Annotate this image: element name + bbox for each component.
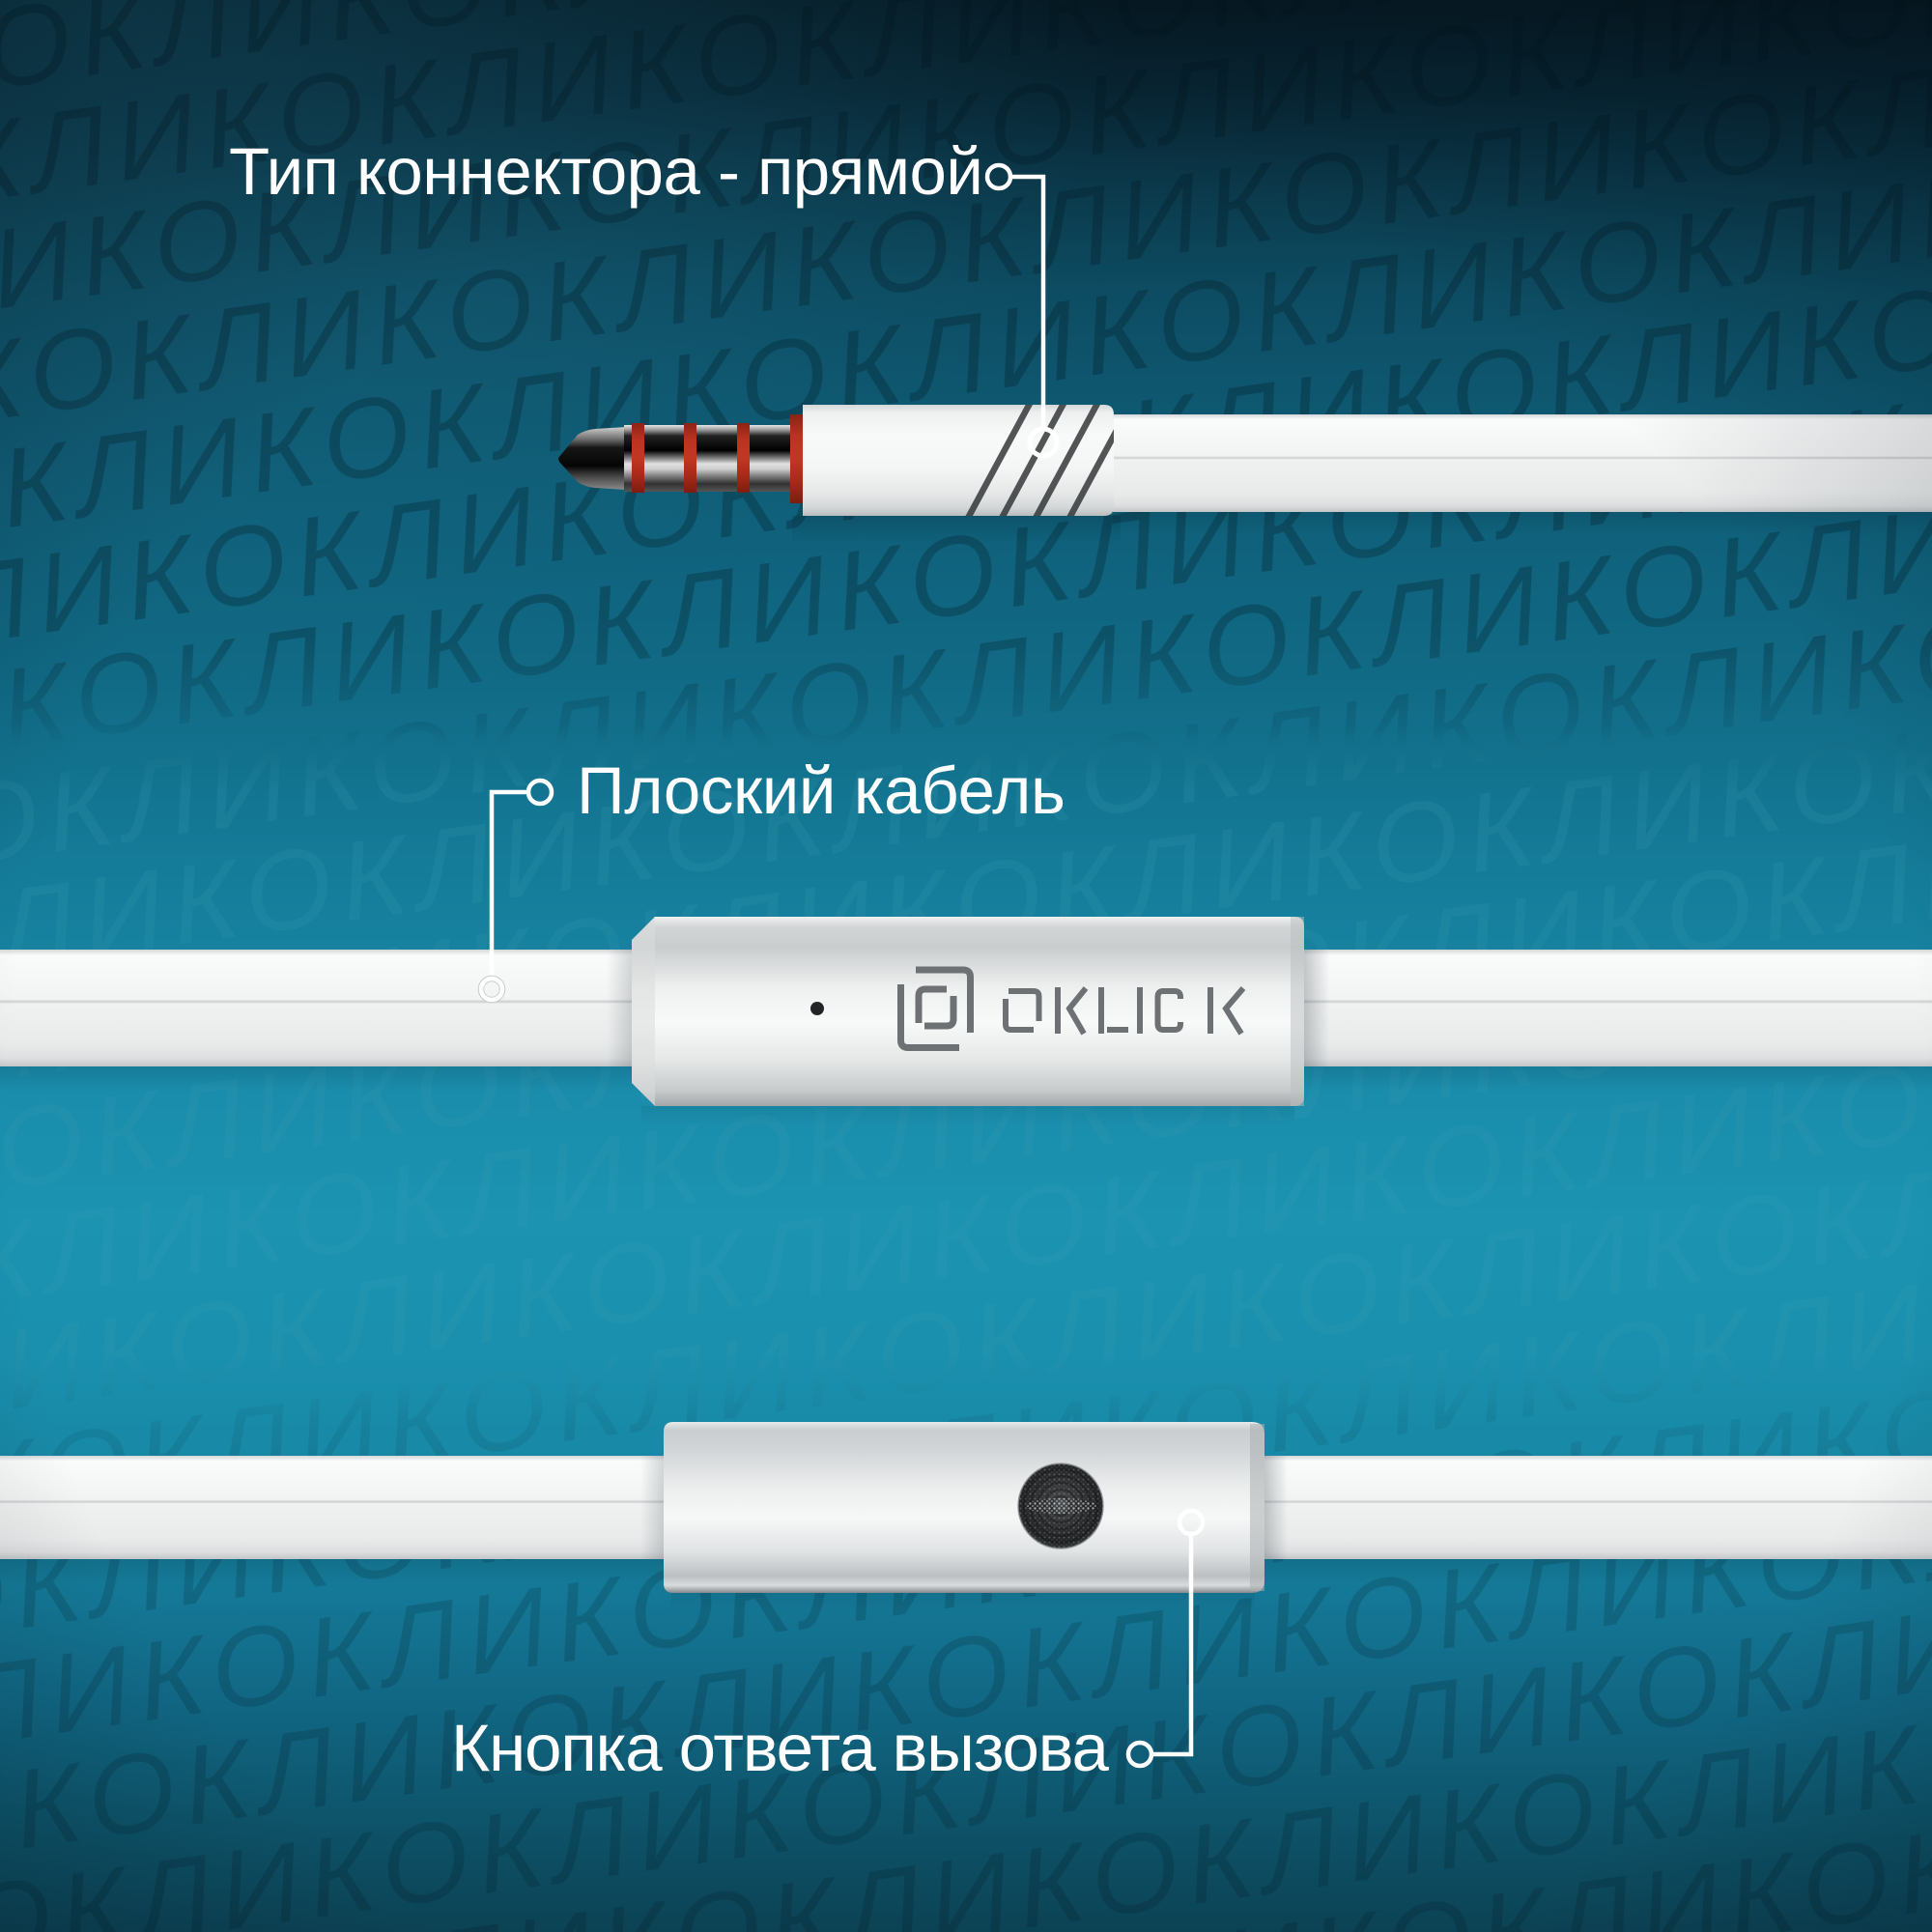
- svg-text:Тип коннектора - прямой: Тип коннектора - прямой: [229, 134, 982, 209]
- svg-text:Кнопка ответа вызова: Кнопка ответа вызова: [451, 1711, 1110, 1785]
- svg-text:Плоский кабель: Плоский кабель: [577, 753, 1065, 828]
